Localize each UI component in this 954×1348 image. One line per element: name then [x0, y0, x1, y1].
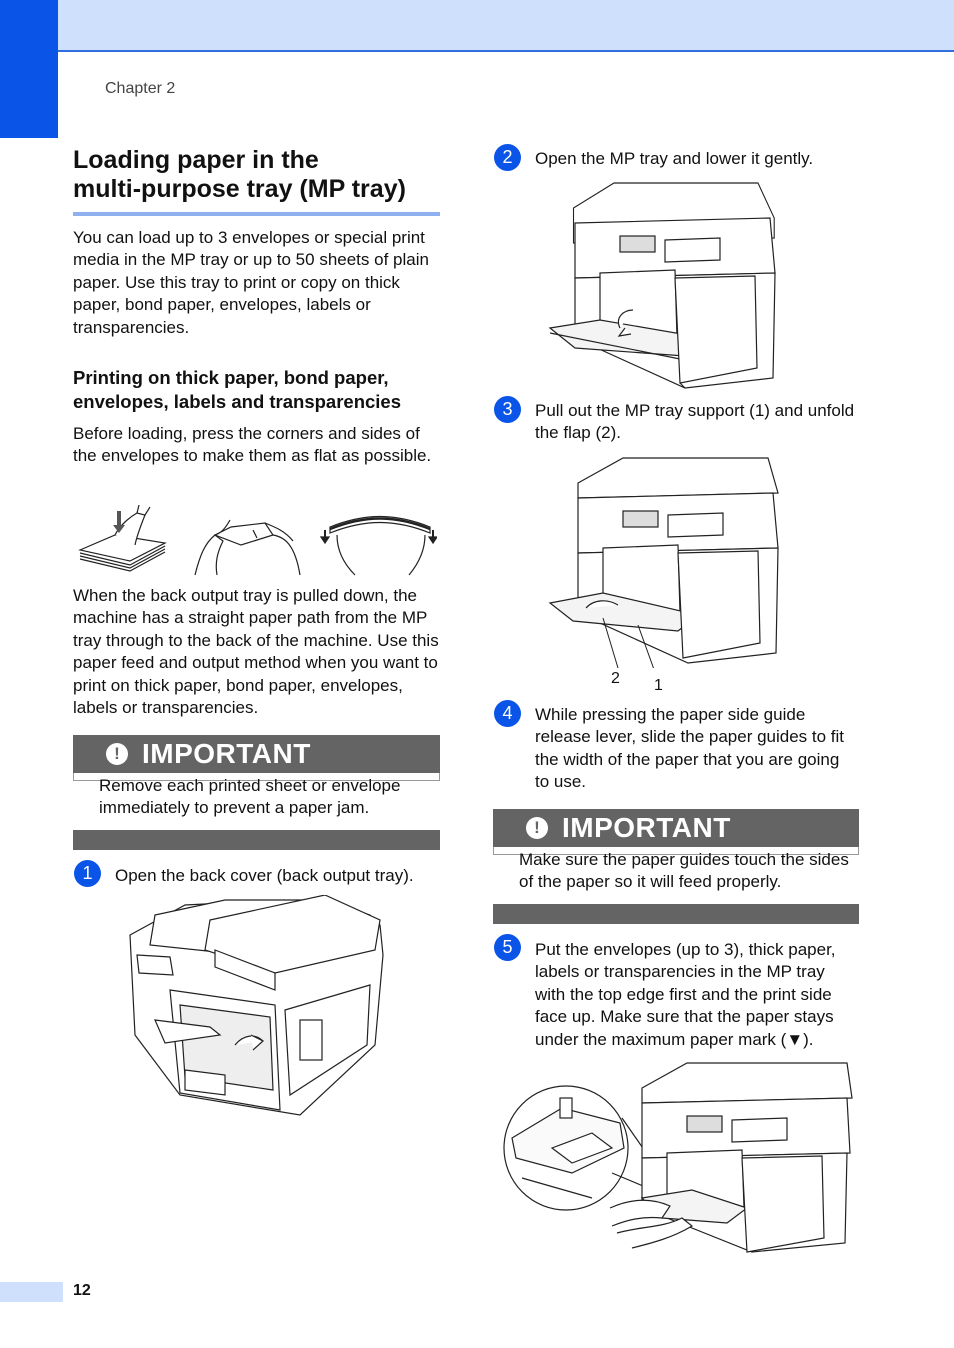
step-number: 5 [494, 934, 521, 961]
warning-icon: ! [106, 743, 128, 765]
step-text: Put the envelopes (up to 3), thick paper… [535, 940, 836, 1049]
important-banner: ! IMPORTANT [493, 809, 859, 847]
important-label: IMPORTANT [142, 738, 311, 769]
before-loading-paragraph: Before loading, press the corners and si… [73, 424, 432, 466]
mp-tray-support-illustration [548, 457, 779, 668]
chapter-label: Chapter 2 [105, 80, 176, 97]
intro-paragraph: You can load up to 3 envelopes or specia… [73, 228, 429, 337]
page-number: 12 [73, 1282, 91, 1299]
chapter-tab [0, 0, 58, 138]
important-text: Remove each printed sheet or envelope im… [99, 776, 401, 818]
mp-tray-open-illustration [548, 182, 776, 389]
load-envelopes-illustration [503, 1062, 853, 1253]
important-banner: ! IMPORTANT [73, 735, 440, 773]
warning-icon: ! [526, 817, 548, 839]
important-footer [493, 904, 859, 924]
step-text: Open the back cover (back output tray). [115, 866, 414, 885]
back-cover-illustration [129, 895, 384, 1116]
section-title: Loading paper in the multi-purpose tray … [73, 146, 440, 216]
step-number: 3 [494, 396, 521, 423]
step-number: 2 [494, 144, 521, 171]
output-path-paragraph: When the back output tray is pulled down… [73, 586, 439, 718]
important-frame [493, 847, 859, 855]
envelope-flatten-illustration [78, 505, 437, 576]
step-number: 1 [74, 860, 101, 887]
important-text: Make sure the paper guides touch the sid… [519, 850, 849, 892]
important-label: IMPORTANT [562, 812, 731, 843]
important-footer [73, 830, 440, 850]
step-number: 4 [494, 700, 521, 727]
step-text: While pressing the paper side guide rele… [535, 705, 845, 792]
step-text: Open the MP tray and lower it gently. [535, 149, 814, 168]
callout-flap: 2 [611, 670, 620, 687]
header-bar [0, 0, 954, 52]
important-frame [73, 773, 440, 781]
page-tab [0, 1282, 63, 1302]
callout-support: 1 [654, 677, 663, 694]
subheading: Printing on thick paper, bond paper, env… [73, 367, 402, 412]
step-text: Pull out the MP tray support (1) and unf… [535, 401, 855, 443]
